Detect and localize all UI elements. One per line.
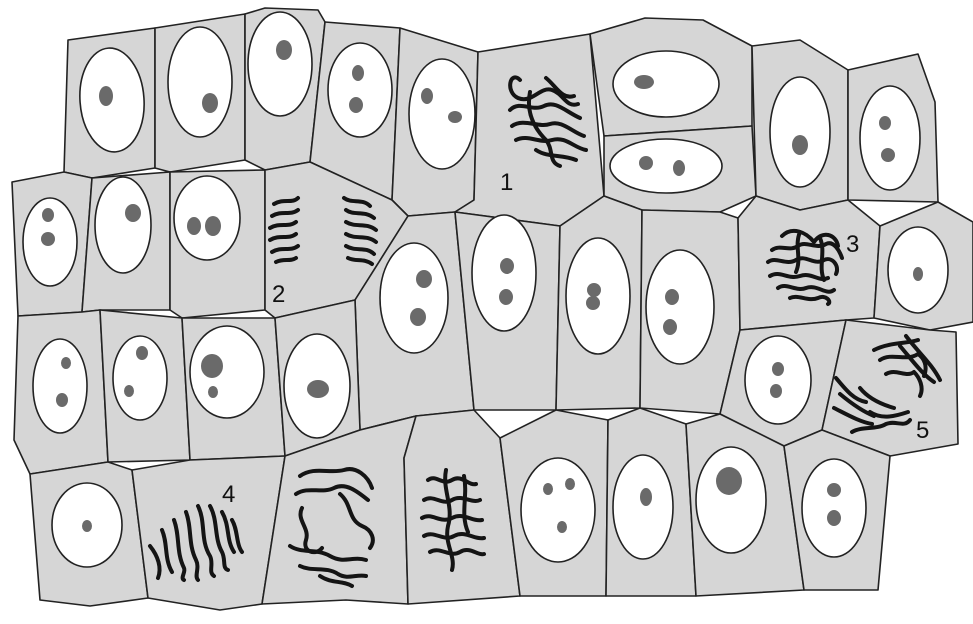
cell-r2-2 (82, 172, 170, 312)
label-2: 2 (272, 281, 285, 308)
cell-r2-3 (170, 170, 265, 318)
cell-r2-7 (556, 196, 642, 410)
cell-r1-7b (604, 126, 756, 212)
cell-prophase-3: 3 (738, 196, 880, 330)
cell-r2-6 (455, 212, 560, 410)
cell-r3-1 (14, 310, 108, 474)
cell-r4-6 (606, 408, 696, 596)
cell-r1-2 (155, 14, 245, 172)
label-4: 4 (222, 481, 235, 508)
cell-r4-8 (784, 430, 890, 590)
cell-r1-9 (848, 54, 938, 202)
cell-metaphase-4: 4 (132, 456, 285, 610)
label-1: 1 (500, 169, 513, 196)
cell-r3-4 (275, 300, 360, 456)
cell-r3-2 (100, 310, 190, 462)
cell-prophase-1: 1 (455, 34, 604, 226)
label-3: 3 (846, 231, 859, 258)
cell-r2-1 (12, 172, 92, 316)
cell-r1-7 (590, 18, 752, 136)
cell-r3-3 (182, 318, 285, 460)
cell-r1-8 (752, 40, 848, 210)
cell-r4-1 (30, 462, 148, 606)
cell-r1-5 (392, 28, 478, 216)
cell-r4-5 (500, 410, 608, 596)
cell-r1-1 (64, 28, 155, 178)
cell-r2-10 (874, 202, 973, 330)
label-5: 5 (916, 417, 929, 444)
cell-r2-8 (640, 210, 740, 414)
cell-metaphase-5: 5 (822, 320, 958, 456)
